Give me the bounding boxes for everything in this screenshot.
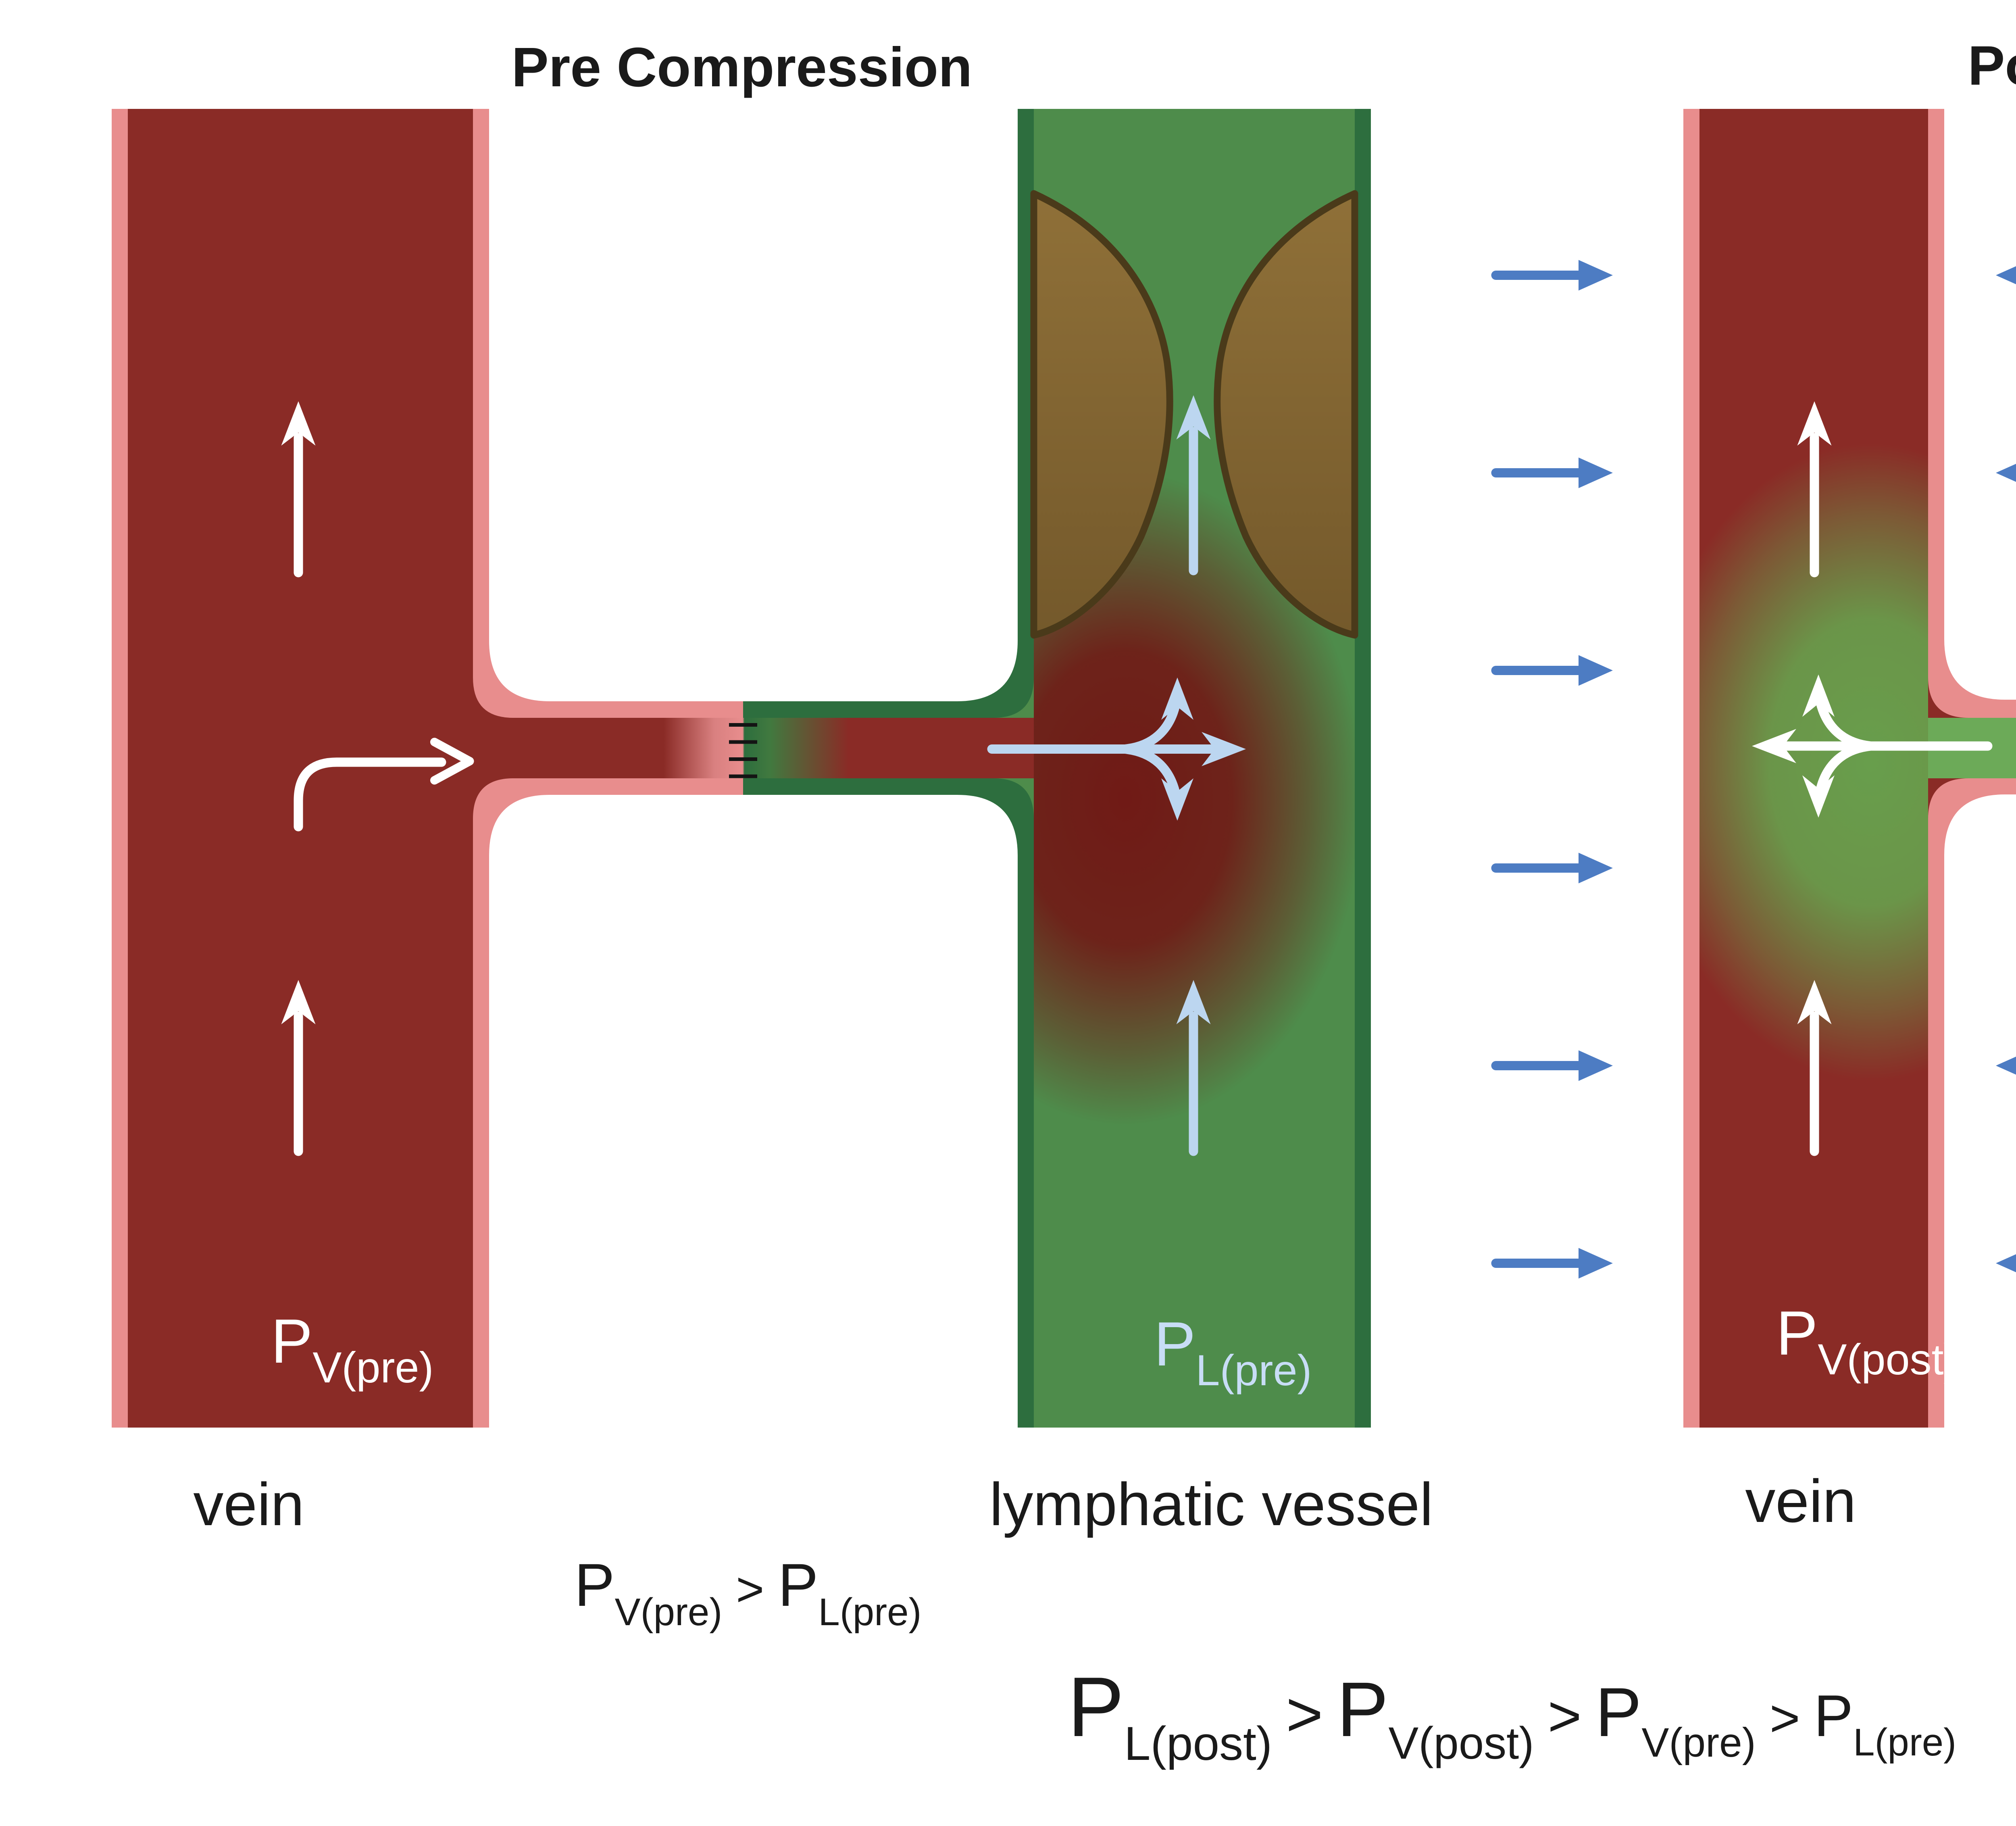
- pressure-symbol: P: [1067, 1659, 1124, 1754]
- compression-arrow-right-icon: [1491, 1050, 1613, 1081]
- vein-label-post: vein: [1745, 1467, 1856, 1535]
- post-flow-arrows: [1752, 401, 1993, 1156]
- pre-vein-flow-up-arrow-icon: [281, 401, 316, 1156]
- pre-anastomosis-channel: [473, 718, 1034, 778]
- blood-diffusion-blob: [1033, 472, 1355, 1125]
- pressure-label-lymph-pre: PL(pre): [1154, 1313, 1312, 1392]
- inequality-operator: >: [736, 1562, 764, 1616]
- pressure-label-vein-post: PV(post): [1776, 1302, 1958, 1381]
- pressure-subscript: V(post): [1388, 1718, 1534, 1768]
- inequality-operator: >: [1547, 1684, 1582, 1749]
- lymph-diffusion-blob: [1699, 444, 1929, 1081]
- pressure-subscript: V(pre): [312, 1342, 434, 1392]
- pressure-subscript: L(post): [1124, 1717, 1272, 1770]
- pressure-symbol: P: [778, 1551, 818, 1619]
- post-channel-trident-arrow-icon: [1752, 674, 1993, 818]
- post-vein-flow-up-arrow-icon: [1797, 401, 1832, 1156]
- pressure-symbol: P: [1595, 1674, 1642, 1751]
- inequality-post: PV(post)<PL(post): [1964, 1525, 2016, 1599]
- pre-valve-leaflet-right: [1214, 190, 1358, 639]
- pressure-symbol: P: [1337, 1666, 1389, 1753]
- pre-valve-leaflet-left: [1030, 190, 1173, 639]
- pressure-subscript: V(pre): [1641, 1720, 1756, 1766]
- compression-arrow-left-icon: [1996, 266, 2016, 284]
- compression-arrow-right-icon: [1491, 1248, 1613, 1279]
- pressure-symbol: P: [1154, 1309, 1196, 1379]
- lymph-label-pre: lymphatic vessel: [989, 1470, 1433, 1538]
- compression-arrow-left-icon: [1996, 464, 2016, 482]
- pressure-symbol: P: [271, 1306, 313, 1376]
- pre-vein-lumen: [128, 109, 743, 1428]
- pressure-subscript: L(pre): [1853, 1721, 1957, 1764]
- pressure-subscript: L(pre): [818, 1590, 922, 1634]
- panel-title-pre: Pre Compression: [511, 36, 973, 98]
- inequality-operator: >: [1769, 1688, 1800, 1747]
- pre-lymph-flow-up-arrow-icon: [1176, 980, 1211, 1156]
- pressure-symbol: P: [1776, 1298, 1818, 1368]
- panel-title-post: Post Compression: [1968, 35, 2016, 97]
- inequality-operator: >: [1286, 1679, 1323, 1750]
- pressure-symbol: P: [1814, 1683, 1854, 1749]
- compression-arrow-right-icon: [1491, 655, 1613, 686]
- pre-flow-arrows: [281, 395, 1246, 1156]
- vein-label-pre: vein: [193, 1470, 304, 1538]
- pressure-label-vein-pre: PV(pre): [271, 1310, 433, 1389]
- pre-suture-marks: [729, 723, 757, 778]
- pressure-subscript: V(post): [1818, 1334, 1958, 1384]
- pressure-symbol: P: [574, 1551, 615, 1619]
- compression-arrow-left-icon: [1996, 1254, 2016, 1272]
- compression-arrow-right-icon: [1491, 260, 1613, 291]
- compression-arrows: [1491, 260, 2016, 1279]
- pre-channel-trident-arrow-icon: [987, 677, 1246, 821]
- pre-lymph-valve-up-arrow-icon: [1176, 395, 1211, 575]
- compression-arrow-right-icon: [1491, 853, 1613, 884]
- pre-vein-to-channel-curved-arrow-icon: [294, 738, 474, 832]
- compression-arrow-left-icon: [1996, 1057, 2016, 1075]
- compression-arrow-right-icon: [1491, 457, 1613, 488]
- pressure-subscript: V(pre): [614, 1590, 723, 1634]
- pressure-subscript: L(pre): [1195, 1345, 1312, 1395]
